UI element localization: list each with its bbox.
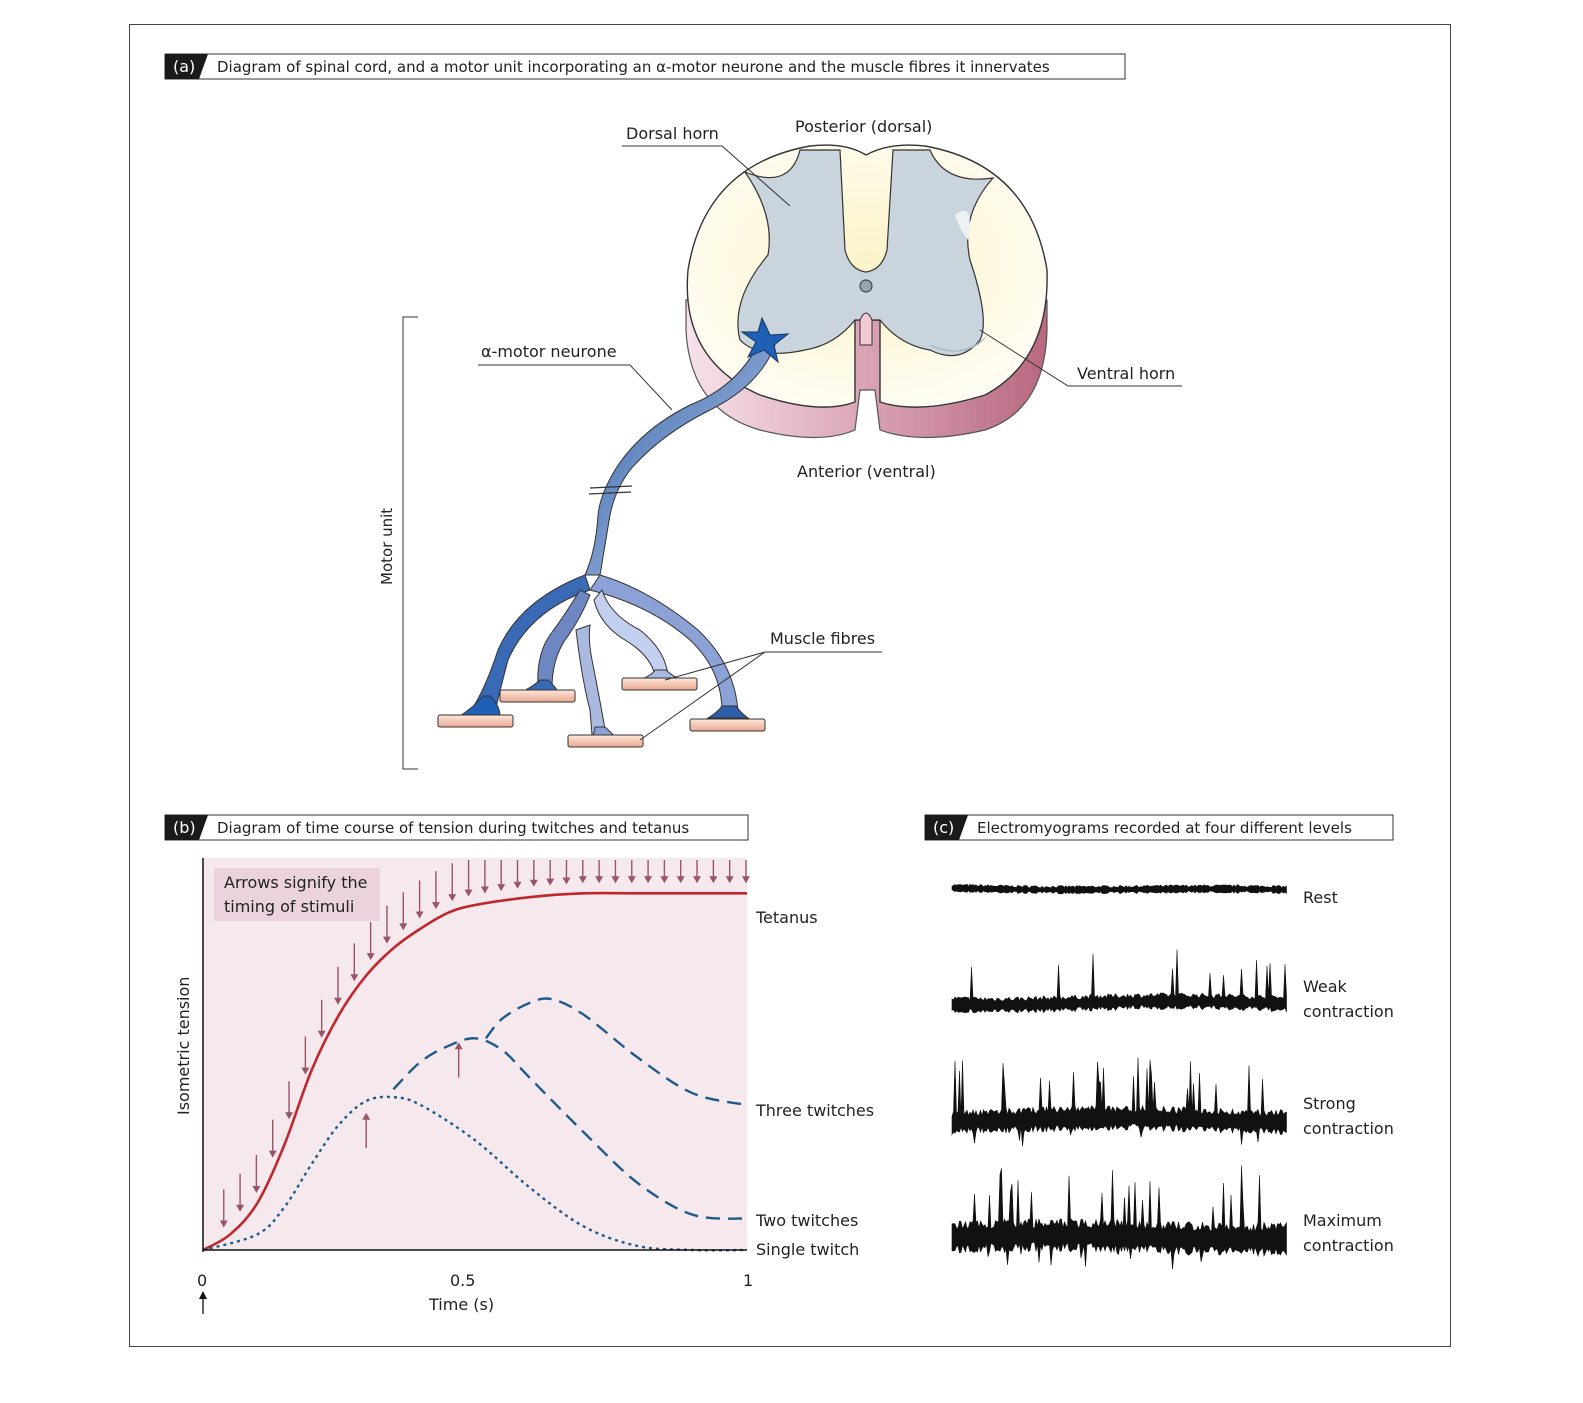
panel-a-labels: Posterior (dorsal) Dorsal horn Ventral h… (478, 117, 1182, 741)
tetanus-stimulus-arrow (382, 905, 391, 944)
panel-a: (a) Diagram of spinal cord, and a motor … (164, 53, 1182, 770)
emg-trace (951, 883, 1287, 895)
panel-b-tag: (b) (173, 818, 196, 837)
tetanus-stimulus-arrow (350, 943, 359, 982)
x-tick-1: 1 (743, 1271, 753, 1290)
tetanus-stimulus-arrow (252, 1154, 261, 1193)
three-twitches-curve (484, 997, 748, 1107)
tetanus-stimulus-arrow (742, 860, 750, 884)
panel-a-tag: (a) (173, 57, 195, 76)
tetanus-stimulus-arrow (236, 1173, 245, 1212)
note-line-2: timing of stimuli (224, 897, 354, 916)
emg-label-weak-1: Weak (1303, 977, 1348, 996)
note-box (214, 868, 380, 921)
two-twitches-curve (392, 1037, 748, 1220)
posterior-label: Posterior (dorsal) (795, 117, 932, 136)
note-line-1: Arrows signify the (224, 873, 367, 892)
panel-b-header: (b) Diagram of time course of tension du… (164, 814, 749, 841)
panel-c-title: Electromyograms recorded at four differe… (977, 819, 1352, 837)
tetanus-stimulus-arrow (725, 860, 734, 884)
tetanus-stimulus-arrow (693, 860, 702, 884)
tetanus-stimulus-arrow (285, 1081, 294, 1120)
emg-traces (951, 883, 1287, 1270)
emg-trace (951, 1165, 1287, 1270)
tetanus-stimulus-arrow (464, 860, 473, 897)
tetanus-stimulus-arrow (562, 860, 571, 885)
tetanus-stimulus-arrow (578, 860, 587, 884)
series-label-tetanus: Tetanus (755, 908, 818, 927)
motor-unit-bracket: Motor unit (378, 316, 418, 770)
emg-label-maximum-2: contraction (1303, 1236, 1394, 1255)
tetanus-stimulus-arrow (529, 860, 538, 887)
panel-c: (c) Electromyograms recorded at four dif… (924, 814, 1394, 1270)
plot-area (203, 858, 747, 1250)
tetanus-stimulus-arrow (415, 880, 424, 919)
anterior-label: Anterior (ventral) (797, 462, 936, 481)
tetanus-curve (202, 891, 747, 1252)
panel-b-title: Diagram of time course of tension during… (217, 819, 689, 837)
panel-c-header: (c) Electromyograms recorded at four dif… (924, 814, 1394, 841)
alpha-motor-label: α-motor neurone (481, 342, 617, 361)
emg-trace (951, 1057, 1287, 1147)
series-label-three-twitches: Three twitches (755, 1101, 874, 1120)
tetanus-stimulus-arrow (627, 860, 636, 884)
panel-c-tag: (c) (933, 818, 954, 837)
dorsal-horn-label: Dorsal horn (626, 124, 719, 143)
emg-label-rest: Rest (1303, 888, 1338, 907)
tetanus-stimulus-arrow (448, 863, 457, 902)
tetanus-stimulus-arrow (334, 966, 342, 1005)
series-label-two-twitches: Two twitches (755, 1211, 858, 1230)
x-tick-0-5: 0.5 (450, 1271, 475, 1290)
emg-label-weak-2: contraction (1303, 1002, 1394, 1021)
panel-a-header: (a) Diagram of spinal cord, and a motor … (164, 53, 1126, 80)
emg-label-strong-2: contraction (1303, 1119, 1394, 1138)
ventral-horn-label: Ventral horn (1077, 364, 1175, 383)
single-twitch-curve (202, 1095, 748, 1252)
y-axis-label: Isometric tension (174, 977, 193, 1115)
tetanus-stimulus-arrow (676, 860, 685, 884)
tetanus-stimulus-arrow (431, 871, 440, 910)
tetanus-stimulus-arrow (301, 1036, 310, 1075)
chart-layer (202, 860, 750, 1252)
tetanus-stimulus-arrow (268, 1119, 277, 1158)
tetanus-stimulus-arrow (513, 860, 522, 889)
panel-a-title: Diagram of spinal cord, and a motor unit… (217, 58, 1050, 76)
emg-trace (951, 949, 1287, 1014)
twitch-stimulus-arrow (454, 1042, 463, 1078)
panel-b: (b) Diagram of time course of tension du… (164, 814, 874, 1314)
x-tick-0: 0 (197, 1271, 207, 1290)
tetanus-stimulus-arrow (595, 860, 604, 884)
tetanus-stimulus-arrow (497, 860, 506, 892)
tetanus-stimulus-arrow (480, 860, 489, 894)
emg-label-strong-1: Strong (1303, 1094, 1356, 1113)
muscle-fibres-label: Muscle fibres (770, 629, 875, 648)
tetanus-stimulus-arrow (219, 1189, 228, 1228)
tetanus-stimulus-arrow (366, 922, 375, 961)
series-label-single-twitch: Single twitch (756, 1240, 859, 1259)
motor-unit-label: Motor unit (378, 508, 396, 585)
tetanus-stimulus-arrow (644, 860, 653, 884)
tetanus-stimulus-arrow (546, 860, 555, 886)
muscle-fibres (437, 677, 766, 748)
x-axis-label: Time (s) (428, 1295, 494, 1314)
alpha-motor-neurone (458, 316, 790, 741)
emg-label-maximum-1: Maximum (1303, 1211, 1382, 1230)
tetanus-stimulus-arrow (709, 860, 718, 884)
start-arrow (199, 1291, 207, 1314)
tetanus-stimulus-arrow (660, 860, 669, 884)
tetanus-stimulus-arrow (611, 860, 620, 884)
tetanus-stimulus-arrow (317, 999, 326, 1038)
spinal-cord (685, 144, 1048, 439)
twitch-stimulus-arrow (362, 1112, 371, 1149)
tetanus-stimulus-arrow (399, 892, 408, 931)
